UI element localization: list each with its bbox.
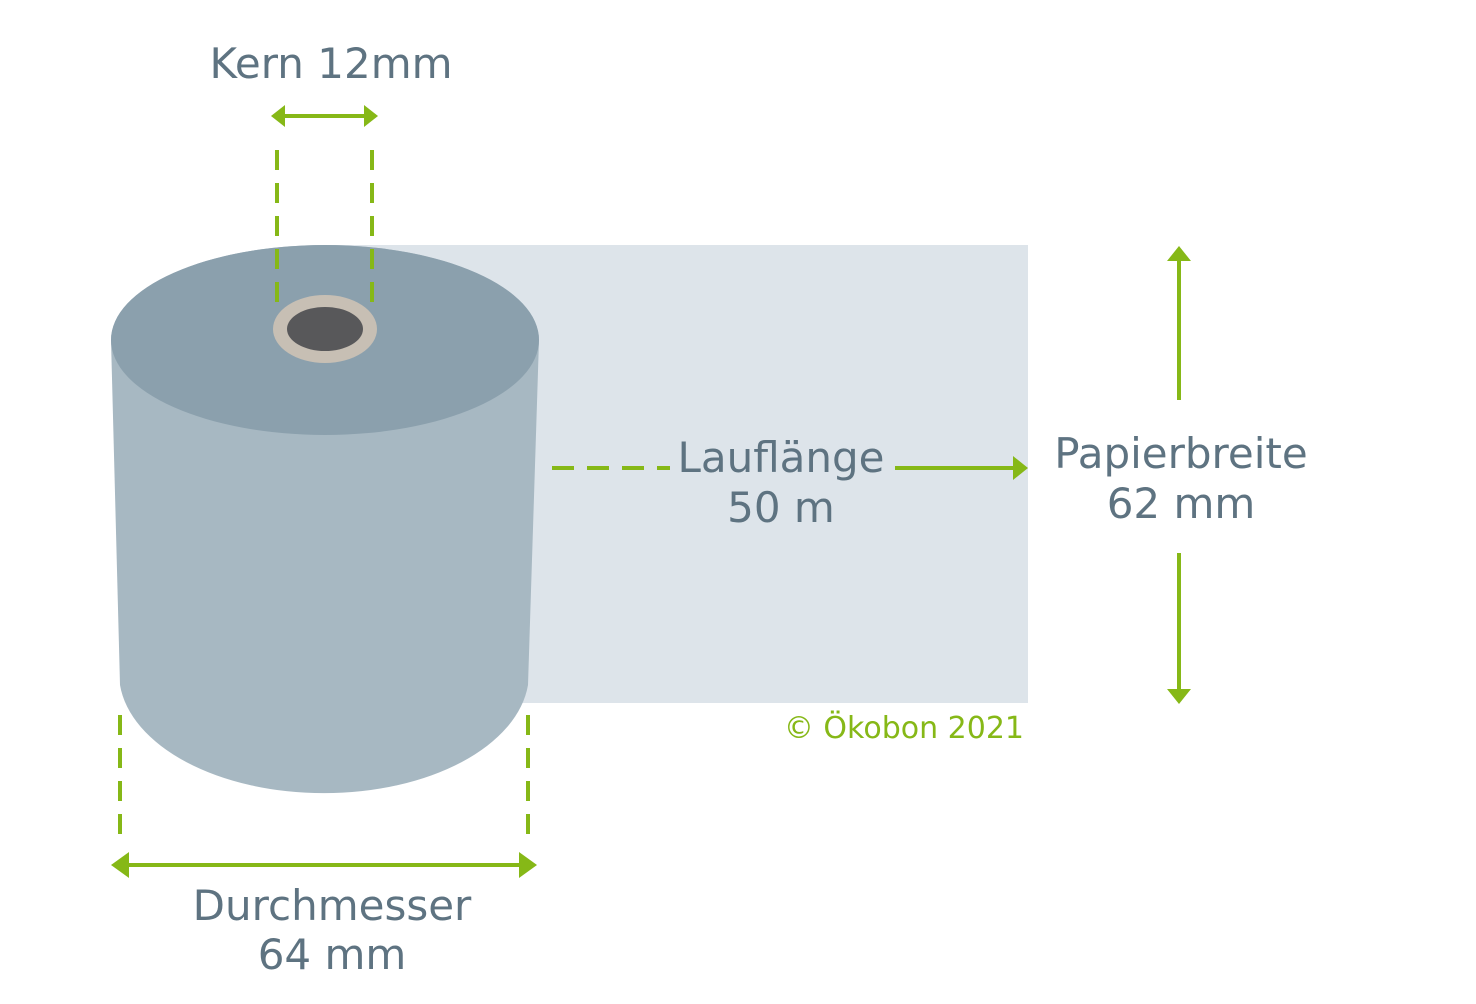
core-label: Kern 12mm — [209, 39, 452, 88]
core-dimension — [271, 105, 378, 305]
paper-roll — [111, 245, 539, 794]
diameter-dimension — [111, 715, 537, 878]
width-label: Papierbreite — [1054, 429, 1307, 478]
length-value: 50 m — [727, 483, 835, 532]
diameter-arrowhead-left — [111, 852, 129, 878]
width-value: 62 mm — [1107, 479, 1256, 528]
width-dimension — [1167, 246, 1191, 704]
length-label: Lauflänge — [677, 433, 884, 482]
diameter-value: 64 mm — [258, 930, 407, 979]
core-arrowhead-right — [364, 105, 378, 127]
diameter-label: Durchmesser — [193, 881, 472, 930]
core-arrowhead-left — [271, 105, 285, 127]
length-dimension — [552, 456, 1028, 480]
width-arrowhead-top — [1167, 246, 1191, 261]
length-arrowhead — [1013, 456, 1028, 480]
diameter-arrowhead-right — [519, 852, 537, 878]
roll-core-hole — [287, 307, 363, 351]
width-arrowhead-bottom — [1167, 689, 1191, 704]
copyright-text: © Ökobon 2021 — [784, 710, 1024, 746]
